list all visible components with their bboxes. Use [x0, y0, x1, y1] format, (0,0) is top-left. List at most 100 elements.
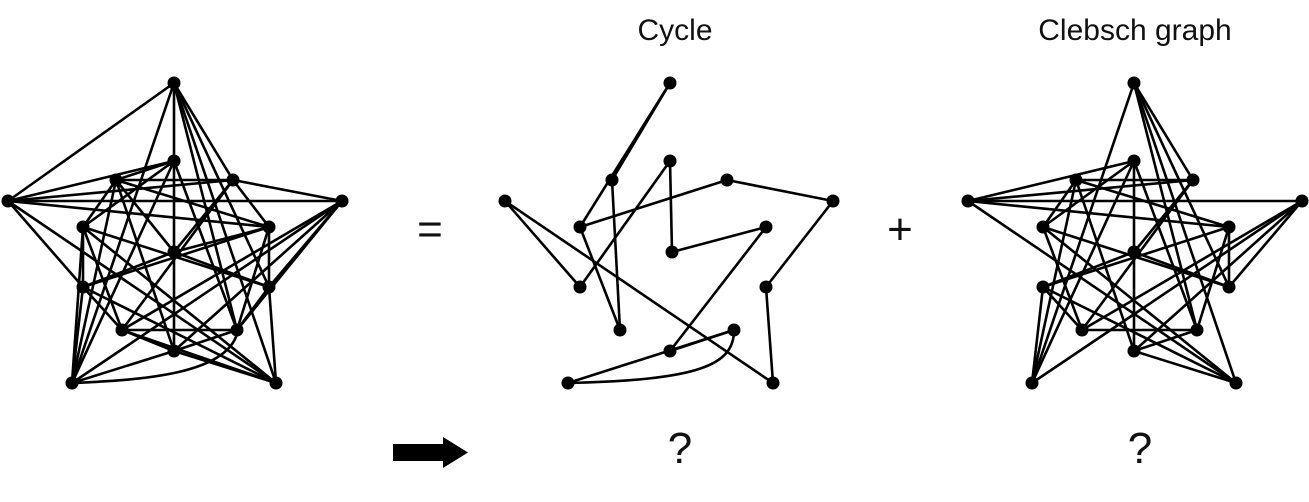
- graph-vertex: [230, 323, 244, 337]
- graph-edge: [1041, 285, 1238, 385]
- graph-edge: [81, 225, 124, 332]
- graph-vertex: [167, 154, 181, 168]
- question-mark-cycle: ?: [667, 424, 693, 473]
- graph-edge: [231, 178, 344, 203]
- graph-vertex: [759, 220, 773, 234]
- graph-edge: [578, 178, 729, 229]
- graph-edge: [610, 178, 622, 332]
- graph-vertex: [262, 220, 276, 234]
- graph-edge: [70, 81, 176, 385]
- graph-edge: [1195, 225, 1231, 332]
- graph-vertex: [226, 173, 240, 187]
- graph-vertex: [665, 245, 679, 259]
- graph-vertex: [561, 376, 575, 390]
- graph-vertex: [1069, 173, 1083, 187]
- graph-edge: [1030, 178, 1078, 385]
- graph-edge: [1132, 81, 1238, 385]
- graph-edge: [70, 178, 118, 385]
- graph-edge: [1041, 225, 1084, 332]
- question-mark-clebsch: ?: [1127, 424, 1153, 473]
- graph-vertex: [759, 280, 773, 294]
- graph-vertex: [109, 173, 123, 187]
- graph-edge: [172, 225, 271, 254]
- graph-edge: [1030, 285, 1045, 385]
- graph-edge: [1132, 159, 1199, 332]
- graph-edge: [725, 178, 835, 203]
- graph-edge: [966, 199, 1238, 385]
- combined-graph: [1, 76, 349, 390]
- graph-edge: [231, 178, 271, 229]
- graph-vertex: [1127, 76, 1141, 90]
- graph-vertex: [1190, 323, 1204, 337]
- graph-edge: [235, 285, 271, 332]
- graph-edge: [267, 285, 278, 385]
- graph-edge: [1132, 328, 1199, 353]
- graph-edge: [172, 199, 344, 353]
- graph-edge: [1074, 178, 1136, 353]
- graph-vertex: [167, 245, 181, 259]
- graph-edge: [172, 81, 235, 182]
- graph-edge: [6, 199, 85, 289]
- graph-vertex: [335, 194, 349, 208]
- graph-edge: [70, 159, 176, 385]
- graph-edge: [172, 159, 239, 332]
- cycle-graph: [498, 76, 840, 390]
- graph-vertex: [1075, 323, 1089, 337]
- graph-vertex: [720, 173, 734, 187]
- graph-edge: [1030, 159, 1136, 385]
- graph-edge: [6, 159, 176, 203]
- graph-edge: [566, 328, 736, 385]
- graph-edge: [1041, 285, 1084, 332]
- right-arrow-icon: [393, 437, 468, 468]
- graph-edge: [70, 349, 176, 385]
- graph-edge: [578, 81, 672, 229]
- graph-vertex: [826, 194, 840, 208]
- graph-vertex: [1295, 194, 1309, 208]
- graph-vertex: [269, 376, 283, 390]
- equals-sign: =: [417, 205, 443, 254]
- graph-vertex: [167, 344, 181, 358]
- plus-sign: +: [887, 205, 913, 254]
- graph-edge: [81, 225, 278, 385]
- graph-edge: [966, 199, 1231, 229]
- graph-vertex: [605, 173, 619, 187]
- graph-edge: [1030, 199, 1304, 385]
- graph-edge: [70, 199, 344, 385]
- graph-edge: [172, 328, 239, 353]
- graph-edge: [81, 285, 124, 332]
- graph-edge: [6, 199, 278, 385]
- graph-edge: [670, 225, 768, 254]
- graph-vertex: [961, 194, 975, 208]
- graph-edge: [1074, 178, 1231, 229]
- graph-edge: [764, 199, 835, 289]
- graph-edge: [1041, 225, 1238, 385]
- graph-edge: [114, 178, 176, 254]
- graph-vertex: [76, 220, 90, 234]
- graph-vertex: [663, 344, 677, 358]
- graph-vertex: [1222, 220, 1236, 234]
- graph-vertex: [663, 154, 677, 168]
- graph-edge: [120, 328, 176, 353]
- graph-edge: [966, 159, 1136, 203]
- graph-edge: [566, 328, 736, 385]
- graph-vertex: [115, 323, 129, 337]
- graph-vertex: [498, 194, 512, 208]
- graph-edge: [668, 159, 674, 254]
- graph-edge: [70, 328, 240, 385]
- graph-edge: [114, 178, 271, 229]
- graph-vertex: [1036, 280, 1050, 294]
- graph-edge: [1132, 81, 1195, 182]
- graph-edge: [764, 285, 775, 385]
- graph-vertex: [1127, 245, 1141, 259]
- graph-vertex: [663, 76, 677, 90]
- graph-edge: [70, 225, 85, 385]
- graph-vertex: [262, 280, 276, 294]
- graph-edge: [6, 81, 176, 203]
- graph-edge: [1132, 199, 1304, 353]
- graph-edge: [1227, 199, 1304, 289]
- graph-edge: [503, 199, 775, 385]
- graph-edge: [578, 159, 672, 289]
- graph-vertex: [1229, 376, 1243, 390]
- graph-edge: [503, 199, 582, 289]
